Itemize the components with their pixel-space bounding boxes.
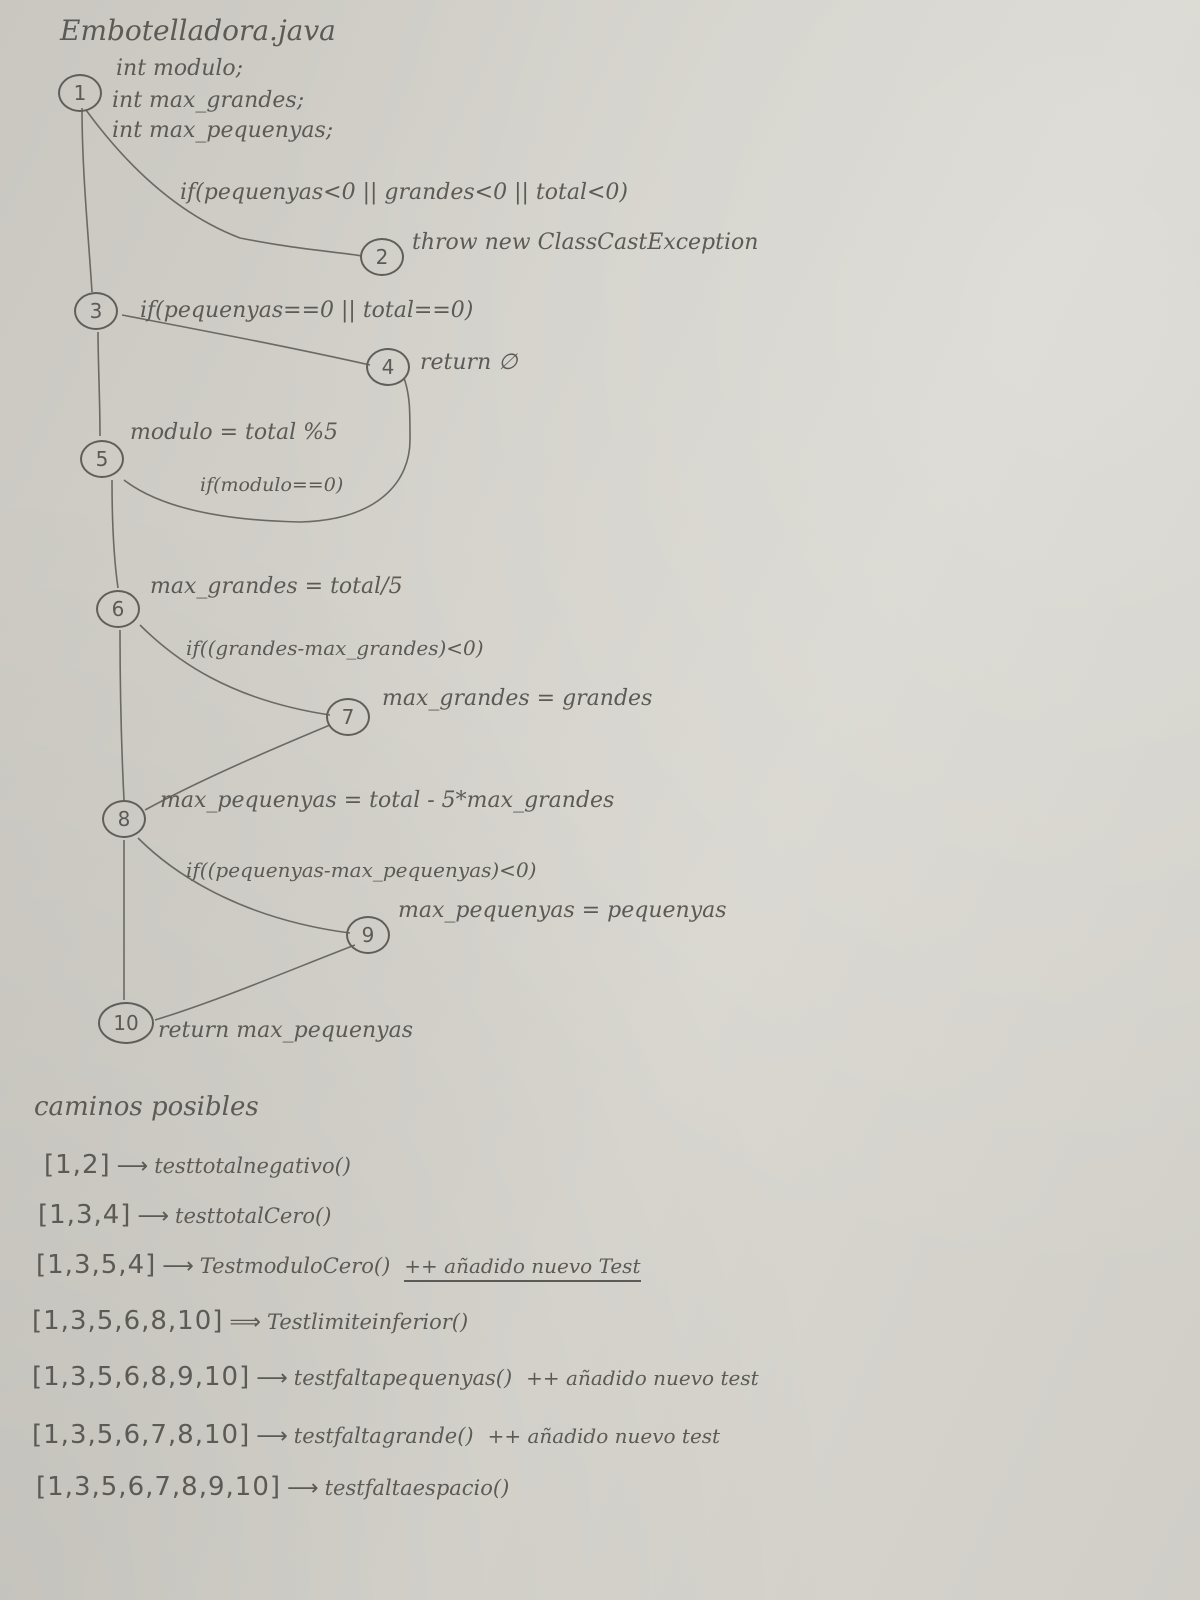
edge-6-8 [119, 629, 125, 801]
edge-9-10 [154, 944, 356, 1021]
node-2: 2 [360, 238, 404, 276]
path-test: Testlimiteinferior() [266, 1310, 469, 1334]
path-test: testfaltagrande() [293, 1424, 474, 1448]
node-1: 1 [58, 74, 102, 112]
node-7: 7 [326, 698, 370, 736]
path-list: [1,3,4] [38, 1200, 132, 1230]
node-5: 5 [80, 440, 124, 478]
path-list: [1,3,5,4] [36, 1250, 157, 1280]
node-10-statement: return max_pequenyas [158, 1018, 413, 1043]
condition-1-2: if(pequenyas<0 || grandes<0 || total<0) [180, 180, 628, 205]
path-row: [1,3,5,6,8,9,10] ⟶ testfaltapequenyas() … [32, 1362, 759, 1392]
arrow-icon: ⟶ [137, 1204, 169, 1229]
node-3: 3 [74, 292, 118, 330]
node-4-statement: return ∅ [420, 350, 518, 375]
declaration-modulo: int modulo; [116, 56, 244, 81]
edge-1-3 [81, 107, 93, 293]
edge-8-9 [137, 837, 351, 934]
node-9-statement: max_pequenyas = pequenyas [398, 898, 727, 923]
edge-5-4 [123, 377, 411, 523]
arrow-icon: ⟶ [256, 1366, 288, 1391]
node-4: 4 [366, 348, 410, 386]
node-6: 6 [96, 590, 140, 628]
path-list: [1,2] [44, 1150, 111, 1180]
path-test: testfaltapequenyas() [293, 1366, 513, 1390]
node-6-statement: max_grandes = total/5 [150, 574, 403, 599]
condition-6-7: if((grandes-max_grandes)<0) [186, 636, 484, 660]
node-10: 10 [98, 1002, 154, 1044]
path-test: testtotalnegativo() [154, 1154, 351, 1178]
node-8: 8 [102, 800, 146, 838]
edge-6-7 [139, 624, 331, 716]
paths-title: caminos posibles [34, 1092, 259, 1122]
edge-3-5 [97, 331, 101, 437]
path-row: [1,3,4] ⟶ testtotalCero() [38, 1200, 331, 1230]
declaration-max-pequenyas: int max_pequenyas; [112, 118, 334, 143]
path-list: [1,3,5,6,8,10] [32, 1306, 224, 1336]
path-test: testtotalCero() [175, 1204, 332, 1228]
path-row: [1,2] ⟶ testtotalnegativo() [44, 1150, 351, 1180]
arrow-icon: ⟹ [229, 1310, 261, 1335]
node-9: 9 [346, 916, 390, 954]
path-list: [1,3,5,6,7,8,10] [32, 1420, 251, 1450]
path-test: TestmoduloCero() [199, 1254, 391, 1278]
path-row: [1,3,5,6,7,8,10] ⟶ testfaltagrande() ++ … [32, 1420, 720, 1450]
arrow-icon: ⟶ [116, 1154, 149, 1179]
path-note: ++ añadido nuevo test [487, 1424, 721, 1448]
edge-1-2 [85, 109, 363, 257]
node-2-statement: throw new ClassCastException [412, 230, 759, 255]
node-7-statement: max_grandes = grandes [382, 686, 653, 711]
edge-7-8 [144, 724, 331, 811]
condition-5-4: if(modulo==0) [200, 474, 344, 496]
arrow-icon: ⟶ [256, 1424, 288, 1449]
file-title: Embotelladora.java [60, 14, 336, 47]
path-list: [1,3,5,6,7,8,9,10] [36, 1472, 282, 1502]
path-row: [1,3,5,6,7,8,9,10] ⟶ testfaltaespacio() [36, 1472, 509, 1502]
edge-3-4 [121, 314, 371, 366]
declaration-max-grandes: int max_grandes; [112, 88, 305, 113]
path-row: [1,3,5,6,8,10] ⟹ Testlimiteinferior() [32, 1306, 468, 1336]
edge-5-6 [111, 479, 119, 589]
arrow-icon: ⟶ [287, 1476, 319, 1501]
path-note: ++ añadido nuevo Test [404, 1254, 641, 1282]
path-note: ++ añadido nuevo test [526, 1366, 759, 1390]
node-8-statement: max_pequenyas = total - 5*max_grandes [160, 788, 615, 813]
path-test: testfaltaespacio() [324, 1476, 510, 1500]
condition-8-9: if((pequenyas-max_pequenyas)<0) [186, 858, 537, 882]
path-list: [1,3,5,6,8,9,10] [32, 1362, 251, 1392]
path-row: [1,3,5,4] ⟶ TestmoduloCero() ++ añadido … [36, 1250, 641, 1282]
node-3-statement: if(pequenyas==0 || total==0) [140, 298, 474, 323]
node-5-statement: modulo = total %5 [130, 420, 339, 445]
arrow-icon: ⟶ [162, 1254, 194, 1279]
